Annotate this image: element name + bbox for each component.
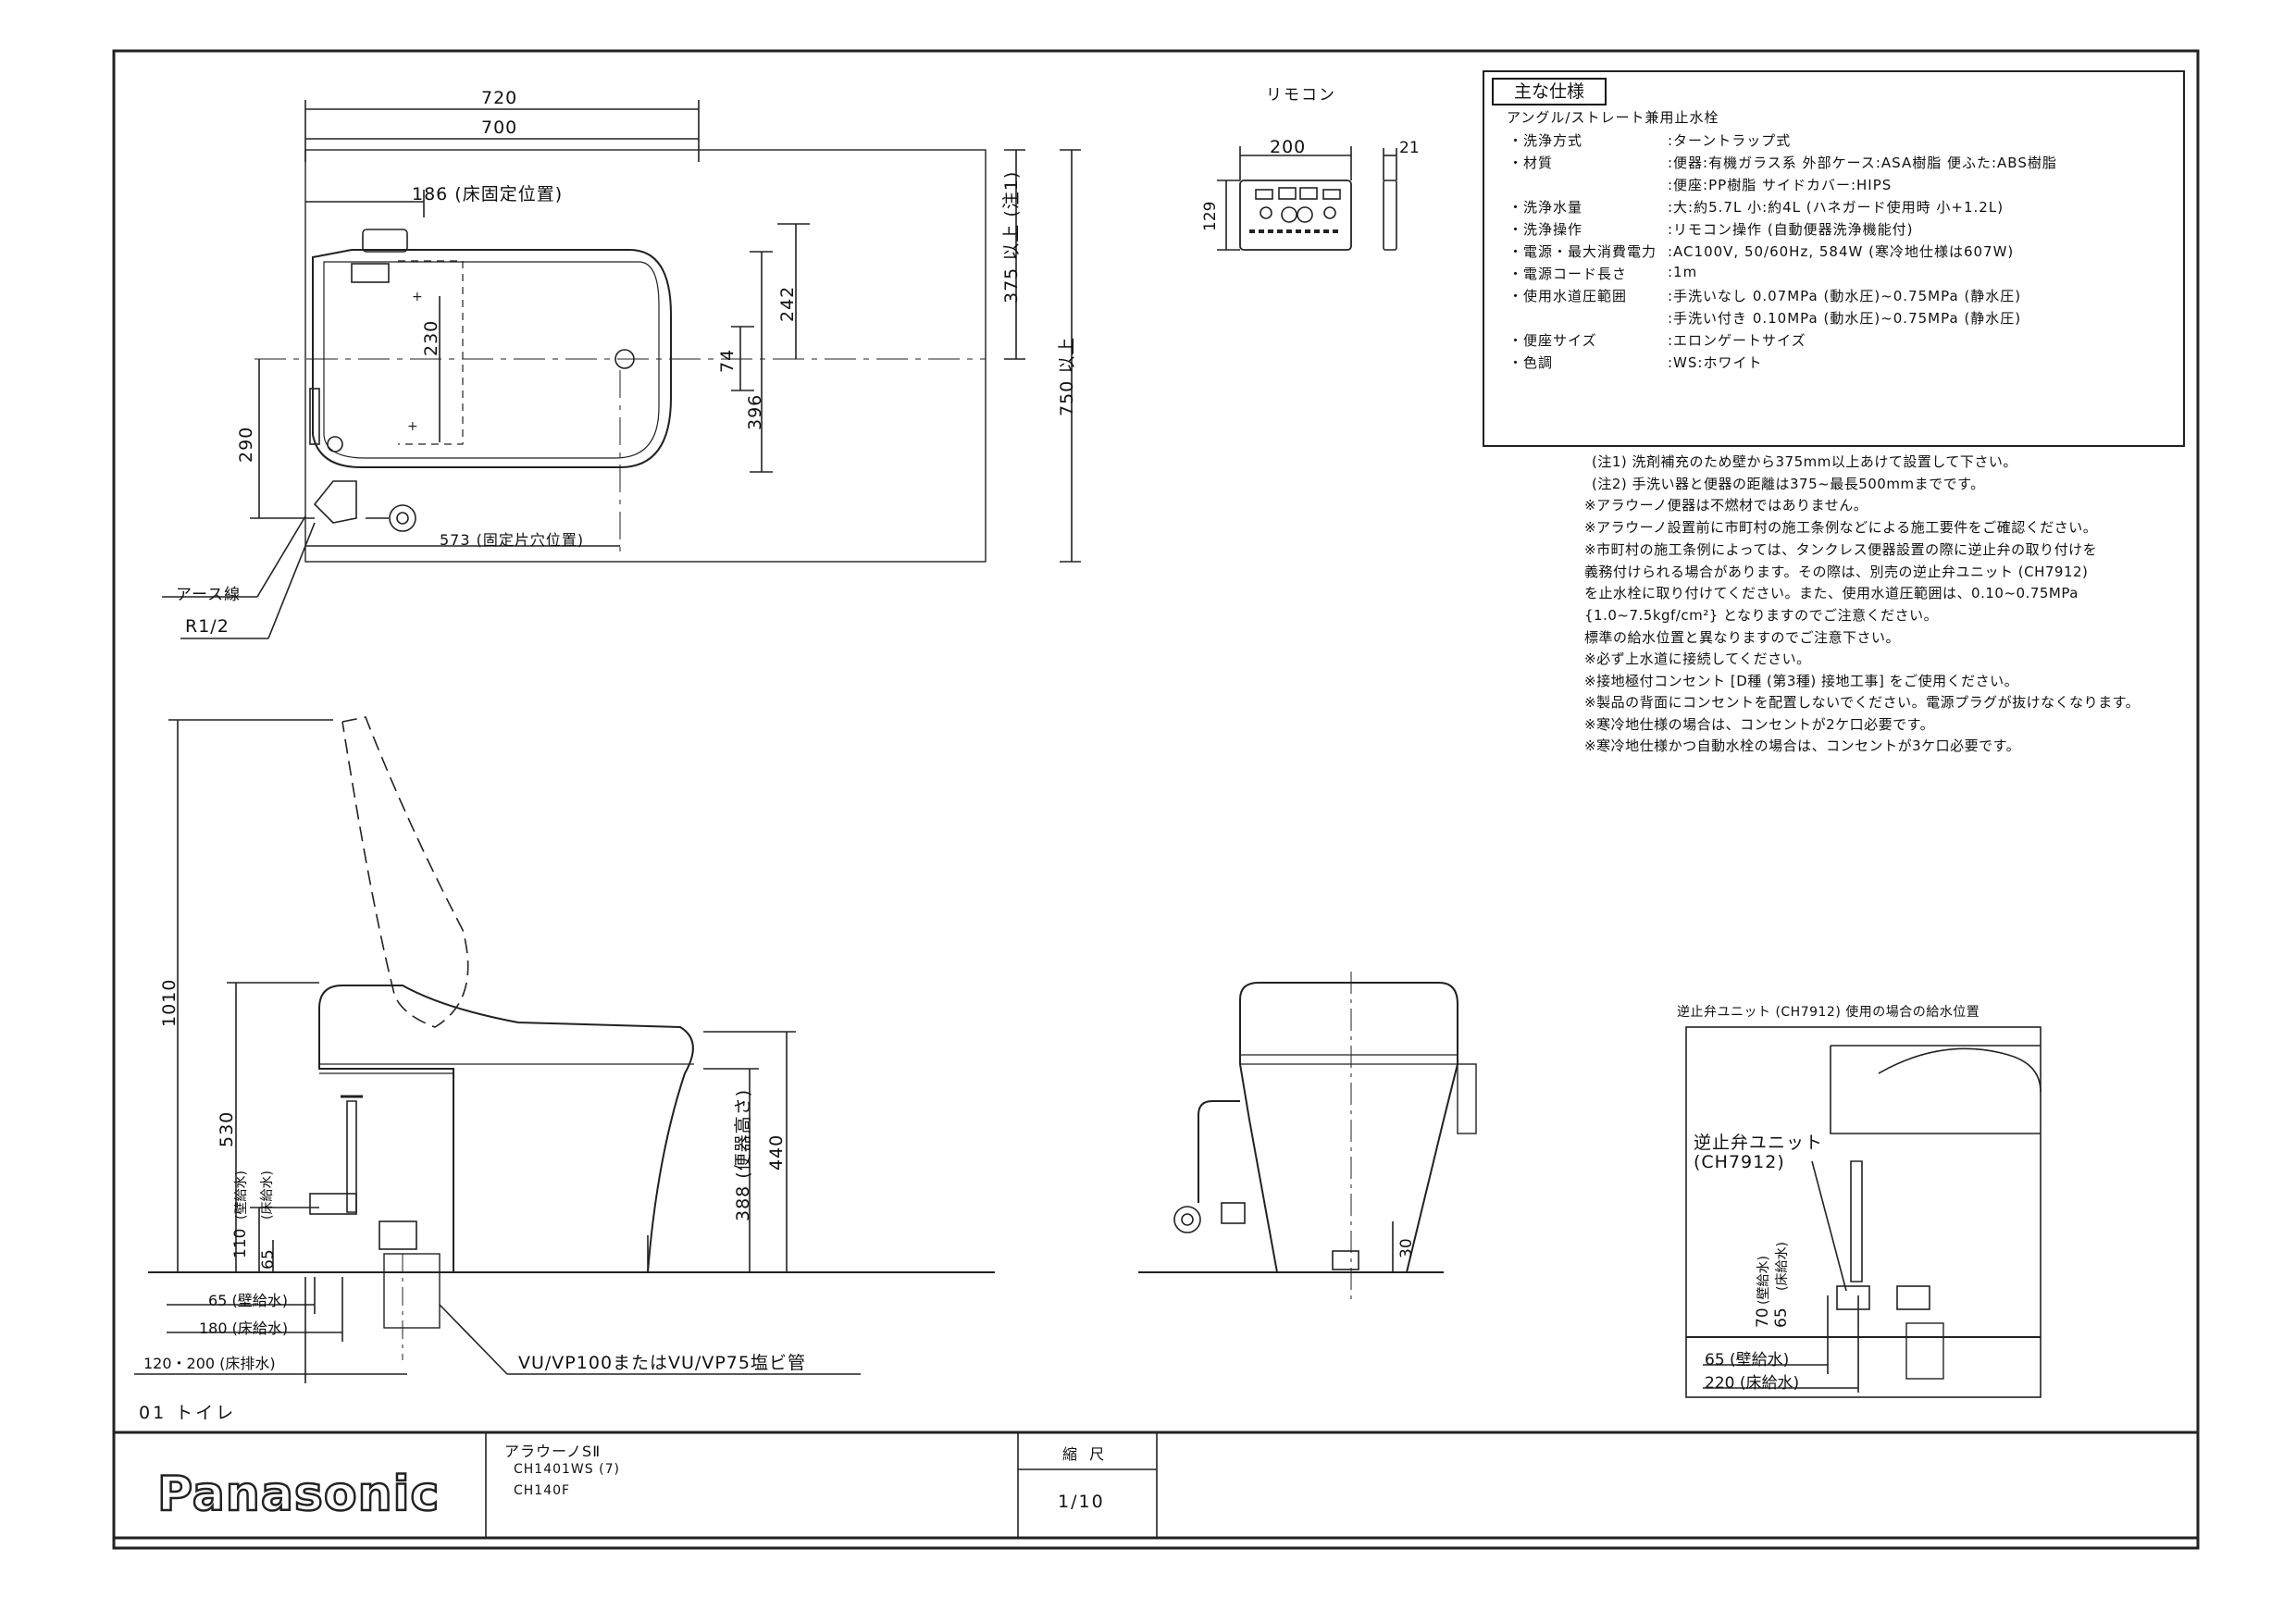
note-line: ※必ず上水道に接続してください。 [1584,650,1811,667]
spec-box [1483,70,2185,447]
svg-text:+: + [412,290,423,304]
dim-1010: 1010 [159,978,180,1027]
spec-label-7: ・使用水道圧範囲 [1508,288,1628,304]
remote-title: リモコン [1266,86,1336,105]
front-toilet-body [1239,982,1458,1273]
note-line: ※市町村の施工条例によっては、タンクレス便器設置の際に逆止弁の取り付けを [1584,541,2098,558]
note-line: ※アラウーノ便器は不燃材ではありません。 [1584,497,1868,514]
check-valve-dim-220-floor: 220 (床給水) [1705,1374,1800,1393]
note-line: (注1) 洗剤補充のため壁から375mm以上あけて設置して下さい。 [1592,453,2017,470]
dim-30: 30 [1397,1238,1416,1258]
spec-title: 主な仕様 [1492,78,1607,105]
dim-440: 440 [766,1134,787,1171]
spec-value-9: :エロンゲートサイズ [1668,332,1806,349]
spec-label-0: ・洗浄方式 [1508,132,1583,149]
spec-label-5: ・電源・最大消費電力 [1508,243,1657,260]
check-valve-label-floor: (床給水) [1775,1242,1790,1291]
dim-375: 375 以上 (注1) [1001,170,1022,304]
label-wall-water: (壁給水) [234,1171,249,1220]
spec-label-3: ・洗浄水量 [1508,199,1583,216]
remote-dim-129: 129 [1201,201,1220,231]
check-valve-label-wall: (壁給水) [1756,1256,1771,1305]
product-name: アラウーノSⅡ [504,1443,602,1460]
dim-396: 396 [745,393,765,430]
remote-body [1239,180,1352,251]
spec-label-10: ・色調 [1508,354,1554,371]
svg-text:+: + [407,419,418,434]
note-line: を止水栓に取り付けてください。また、使用水道圧範囲は、0.10~0.75MPa [1584,585,2079,601]
dim-65v: 65 [259,1249,278,1270]
dim-110: 110 [231,1228,250,1258]
spec-value-4: :リモコン操作 (自動便器洗浄機能付) [1668,221,1914,238]
note-line: ※寒冷地仕様の場合は、コンセントが2ケ口必要です。 [1584,716,1935,733]
spec-value-10: :WS:ホワイト [1668,354,1763,371]
spec-value-7: :手洗いなし 0.07MPa (動水圧)~0.75MPa (静水圧) [1668,288,2022,304]
note-line: (注2) 手洗い器と便器の距離は375~最長500mmまでです。 [1592,476,1985,492]
spec-value-6: :1m [1668,264,1698,280]
label-r12: R1/2 [185,616,230,637]
pipe-label: VU/VP100またはVU/VP75塩ビ管 [518,1353,806,1373]
note-line: {1.0~7.5kgf/cm²} となりますのでご注意ください。 [1584,607,1939,624]
dim-700: 700 [481,118,518,138]
dim-186: 186 (床固定位置) [412,184,564,204]
model-number-1: CH1401WS (7) [514,1462,620,1477]
plan-view: + + [162,100,1081,639]
sheet-frame [112,49,2200,1550]
dim-230: 230 [421,319,441,356]
note-line: 標準の給水位置と異なりますのでご注意下さい。 [1584,629,1901,646]
dim-750: 750 以上 [1057,336,1077,416]
spec-value-1: :便器:有機ガラス系 外部ケース:ASA樹脂 便ふた:ABS樹脂 [1668,155,2057,171]
dim-530: 530 [217,1110,237,1147]
spec-valve: アングル/ストレート兼用止水栓 [1507,109,1719,126]
scale-value: 1/10 [1058,1492,1105,1512]
spec-label-1: ・材質 [1508,155,1554,171]
label-floor-water: (床給水) [260,1171,275,1220]
dim-120-200: 120・200 (床排水) [143,1355,276,1372]
check-valve-unit-code: (CH7912) [1694,1152,1785,1172]
spec-label-9: ・便座サイズ [1508,332,1597,349]
dim-720: 720 [481,88,518,108]
spec-value-0: :ターントラップ式 [1668,132,1792,149]
spec-label-6: ・電源コード長さ [1508,266,1628,282]
spec-value-8: :手洗い付き 0.10MPa (動水圧)~0.75MPa (静水圧) [1668,310,2022,327]
note-line: ※製品の背面にコンセントを配置しないでください。電源プラグが抜けなくなります。 [1584,694,2141,711]
dim-388: 388 (便器高さ) [733,1088,753,1221]
note-line: ※接地極付コンセント [D種 (第3種) 接地工事] をご使用ください。 [1584,673,2019,689]
plan-toilet-outline [312,249,672,468]
side-toilet-body [318,985,694,1273]
note-line: 義務付けられる場合があります。その際は、別売の逆止弁ユニット (CH7912) [1584,564,2089,580]
spec-value-3: :大:約5.7L 小:約4L (ハネガード使用時 小+1.2L) [1668,199,2004,216]
check-valve-dim-65-wall: 65 (壁給水) [1705,1351,1790,1369]
scale-label: 縮 尺 [1062,1445,1109,1463]
dim-180-floor: 180 (床給水) [199,1319,289,1337]
front-view [1138,972,1477,1305]
label-earth-wire: アース線 [176,586,242,604]
check-valve-detail [1685,1026,2042,1398]
model-number-2: CH140F [514,1483,571,1498]
check-valve-title: 逆止弁ユニット (CH7912) 使用の場合の給水位置 [1677,1005,1980,1020]
spec-value-5: :AC100V, 50/60Hz, 584W (寒冷地仕様は607W) [1668,243,2015,260]
sheet-index: 01 トイレ [139,1403,237,1423]
check-valve-unit-label: 逆止弁ユニット [1694,1133,1824,1153]
check-valve-dim-65: 65 [1772,1307,1791,1328]
side-view [134,716,995,1383]
remote-dim-21: 21 [1399,139,1420,157]
dim-65-wall: 65 (壁給水) [208,1292,288,1309]
spec-value-2: :便座:PP樹脂 サイドカバー:HIPS [1668,177,1893,193]
note-line: ※アラウーノ設置前に市町村の施工条例などによる施工要件をご確認ください。 [1584,519,2098,536]
dim-573: 573 (固定片穴位置) [440,531,585,549]
dim-74: 74 [717,348,738,373]
dim-242: 242 [777,285,798,322]
brand-logo: Panasonic [156,1466,441,1524]
check-valve-frame [1685,1026,2042,1398]
remote-view [1217,146,1397,251]
remote-dim-200: 200 [1270,137,1307,157]
spec-label-4: ・洗浄操作 [1508,221,1583,238]
dim-290: 290 [236,426,256,463]
note-line: ※寒冷地仕様かつ自動水栓の場合は、コンセントが3ケ口必要です。 [1584,737,2021,754]
plan-floor-area [304,149,987,563]
check-valve-dim-70: 70 [1754,1307,1772,1328]
